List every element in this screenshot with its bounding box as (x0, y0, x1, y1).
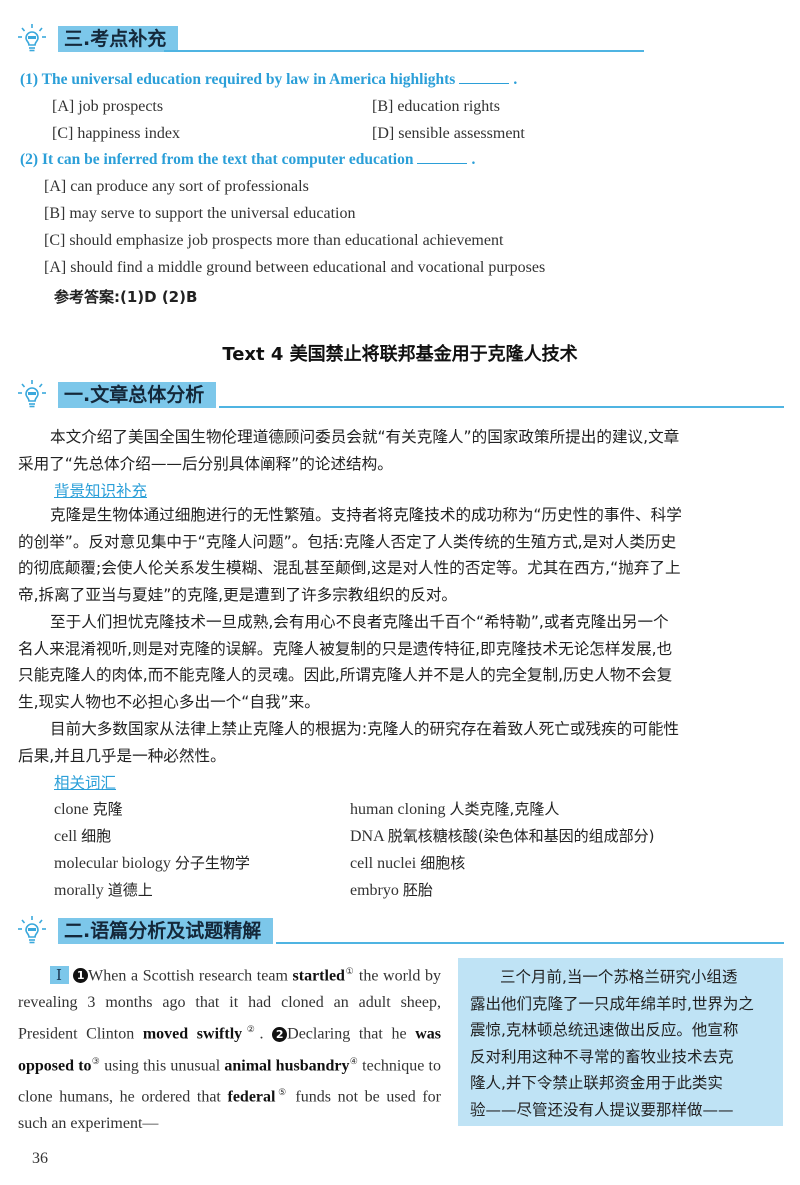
section-title: 二.语篇分析及试题精解 (58, 918, 274, 944)
sentence-marker: 2 (272, 1026, 288, 1042)
question-1: (1) The universal education required by … (20, 71, 518, 88)
section-title: 三.考点补充 (58, 26, 179, 52)
vocab-item: clone 克隆 (54, 800, 123, 818)
answer-blank (459, 71, 510, 84)
paragraph-number: Ⅰ (50, 966, 69, 985)
lightbulb-icon (18, 380, 46, 408)
option: [A] can produce any sort of professional… (44, 178, 309, 195)
sentence-marker: 1 (73, 968, 89, 984)
option: [C] happiness index (52, 125, 180, 142)
background-paragraph-1: 克隆是生物体通过细胞进行的无性繁殖。支持者将克隆技术的成功称为“历史性的事件、科… (18, 506, 682, 604)
background-paragraph-3: 目前大多数国家从法律上禁止克隆人的根据为:克隆人的研究存在着致人死亡或残疾的可能… (18, 720, 680, 765)
question-2: (2) It can be inferred from the text tha… (20, 151, 476, 168)
vocab-item: cell 细胞 (54, 827, 112, 845)
option: [D] sensible assessment (372, 125, 525, 142)
option: [C] should emphasize job prospects more … (44, 232, 504, 249)
divider (219, 406, 784, 408)
lightbulb-icon (18, 916, 46, 944)
section-header-1: 一.文章总体分析 (14, 378, 784, 410)
text-title: Text 4 美国禁止将联邦基金用于克隆人技术 (222, 344, 578, 365)
vocab-item: cell nuclei 细胞核 (350, 854, 466, 872)
background-label: 背景知识补充 (54, 482, 148, 500)
vocab-item: morally 道德上 (54, 881, 153, 899)
divider (276, 942, 784, 944)
option: [B] education rights (372, 98, 500, 115)
option: [B] may serve to support the universal e… (44, 205, 356, 222)
translation-box: 三个月前,当一个苏格兰研究小组透 露出他们克隆了一只成年绵羊时,世界为之 震惊,… (458, 958, 783, 1126)
lightbulb-icon (18, 24, 46, 52)
page-number: 36 (32, 1150, 48, 1167)
option: [A] job prospects (52, 98, 164, 115)
intro-paragraph: 本文介绍了美国全国生物伦理道德顾问委员会就“有关克隆人”的国家政策所提出的建议,… (18, 428, 680, 473)
answer-blank (417, 151, 468, 164)
option: [A] should find a middle ground between … (44, 259, 546, 276)
background-paragraph-2: 至于人们担忧克隆技术一旦成熟,会有用心不良者克隆出千百个“希特勒”,或者克隆出另… (18, 613, 673, 711)
divider (164, 50, 644, 52)
section-title: 一.文章总体分析 (58, 382, 217, 408)
vocab-label: 相关词汇 (54, 774, 117, 792)
vocab-item: embryo 胚胎 (350, 881, 433, 899)
vocab-item: molecular biology 分子生物学 (54, 854, 250, 872)
answer-key: 参考答案:(1)D (2)B (54, 288, 198, 306)
section-header-2: 二.语篇分析及试题精解 (14, 914, 784, 946)
vocab-item: human cloning 人类克隆,克隆人 (350, 800, 560, 818)
vocab-item: DNA 脱氧核糖核酸(染色体和基因的组成部分) (350, 827, 655, 845)
section-header-3: 三.考点补充 (14, 22, 644, 54)
